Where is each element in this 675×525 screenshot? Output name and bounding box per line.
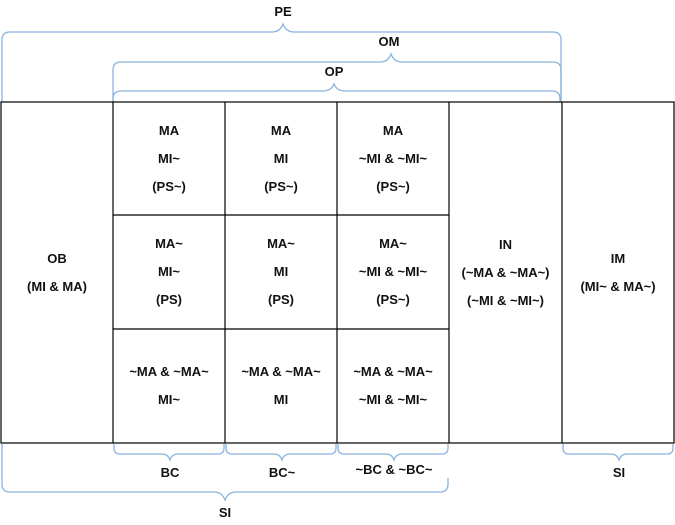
cell-line: MA — [158, 122, 180, 138]
in-condition-ma: (~MA & ~MA~) — [461, 264, 550, 280]
op-label: OP — [324, 64, 344, 79]
ob-condition: (MI & MA) — [27, 278, 87, 294]
bc-brace — [113, 444, 225, 463]
ob-cell: OB (MI & MA) — [1, 102, 113, 443]
cell-r3c3: ~MA & ~MA~ ~MI & ~MI~ — [337, 329, 449, 443]
om-label: OM — [378, 34, 400, 49]
cell-line: ~MI & ~MI~ — [358, 392, 428, 407]
cell-line: (PS) — [156, 292, 182, 307]
cell-line: MA~ — [155, 236, 183, 251]
cell-line: MI — [273, 264, 289, 279]
cell-line: MI — [273, 392, 289, 407]
bc-tilde-brace — [225, 444, 337, 463]
cell-line: (PS~) — [264, 178, 298, 194]
in-condition-mi: (~MI & ~MI~) — [467, 292, 544, 308]
si-right-brace — [562, 444, 674, 463]
cell-r2c2: MA~ MI (PS) — [225, 215, 337, 329]
cell-line: (PS~) — [152, 178, 186, 194]
si-right-label: SI — [612, 465, 626, 480]
cell-line: MI~ — [157, 150, 181, 166]
cell-r2c1: MA~ MI~ (PS) — [113, 215, 225, 329]
cell-r3c1: ~MA & ~MA~ MI~ — [113, 329, 225, 443]
im-condition: (MI~ & MA~) — [580, 278, 656, 294]
bc-not-label: ~BC & ~BC~ — [355, 462, 433, 477]
grid — [0, 101, 675, 444]
cell-line: MI~ — [157, 392, 181, 407]
cell-line: MA — [382, 122, 404, 138]
in-cell: IN (~MA & ~MA~) (~MI & ~MI~) — [449, 102, 562, 443]
cell-line: (PS) — [268, 292, 294, 307]
cell-r1c3: MA ~MI & ~MI~ (PS~) — [337, 102, 449, 215]
cell-line: ~MA & ~MA~ — [241, 364, 321, 379]
si-bottom-label: SI — [218, 505, 232, 520]
bc-not-brace — [337, 444, 449, 463]
cell-line: ~MI & ~MI~ — [358, 150, 428, 166]
cell-line: MA~ — [379, 236, 407, 251]
cell-line: MA — [270, 122, 292, 138]
im-title: IM — [610, 250, 626, 266]
cell-line: ~MA & ~MA~ — [129, 364, 209, 379]
cell-line: ~MA & ~MA~ — [353, 364, 433, 379]
ob-title: OB — [47, 250, 67, 266]
pe-brace — [1, 22, 562, 102]
cell-line: MI — [273, 150, 289, 166]
bc-tilde-label: BC~ — [268, 465, 296, 480]
cell-r1c1: MA MI~ (PS~) — [113, 102, 225, 215]
cell-line: (PS~) — [376, 292, 410, 307]
op-brace — [112, 82, 561, 102]
in-title: IN — [499, 236, 512, 252]
im-cell: IM (MI~ & MA~) — [562, 102, 674, 443]
om-brace — [112, 52, 562, 102]
cell-line: (PS~) — [376, 178, 410, 194]
bc-label: BC — [160, 465, 180, 480]
cell-r2c3: MA~ ~MI & ~MI~ (PS~) — [337, 215, 449, 329]
pe-label: PE — [274, 4, 292, 19]
cell-r3c2: ~MA & ~MA~ MI — [225, 329, 337, 443]
cell-line: MA~ — [267, 236, 295, 251]
cell-line: ~MI & ~MI~ — [358, 264, 428, 279]
cell-line: MI~ — [157, 264, 181, 279]
cell-r1c2: MA MI (PS~) — [225, 102, 337, 215]
si-bottom-brace — [1, 444, 449, 502]
